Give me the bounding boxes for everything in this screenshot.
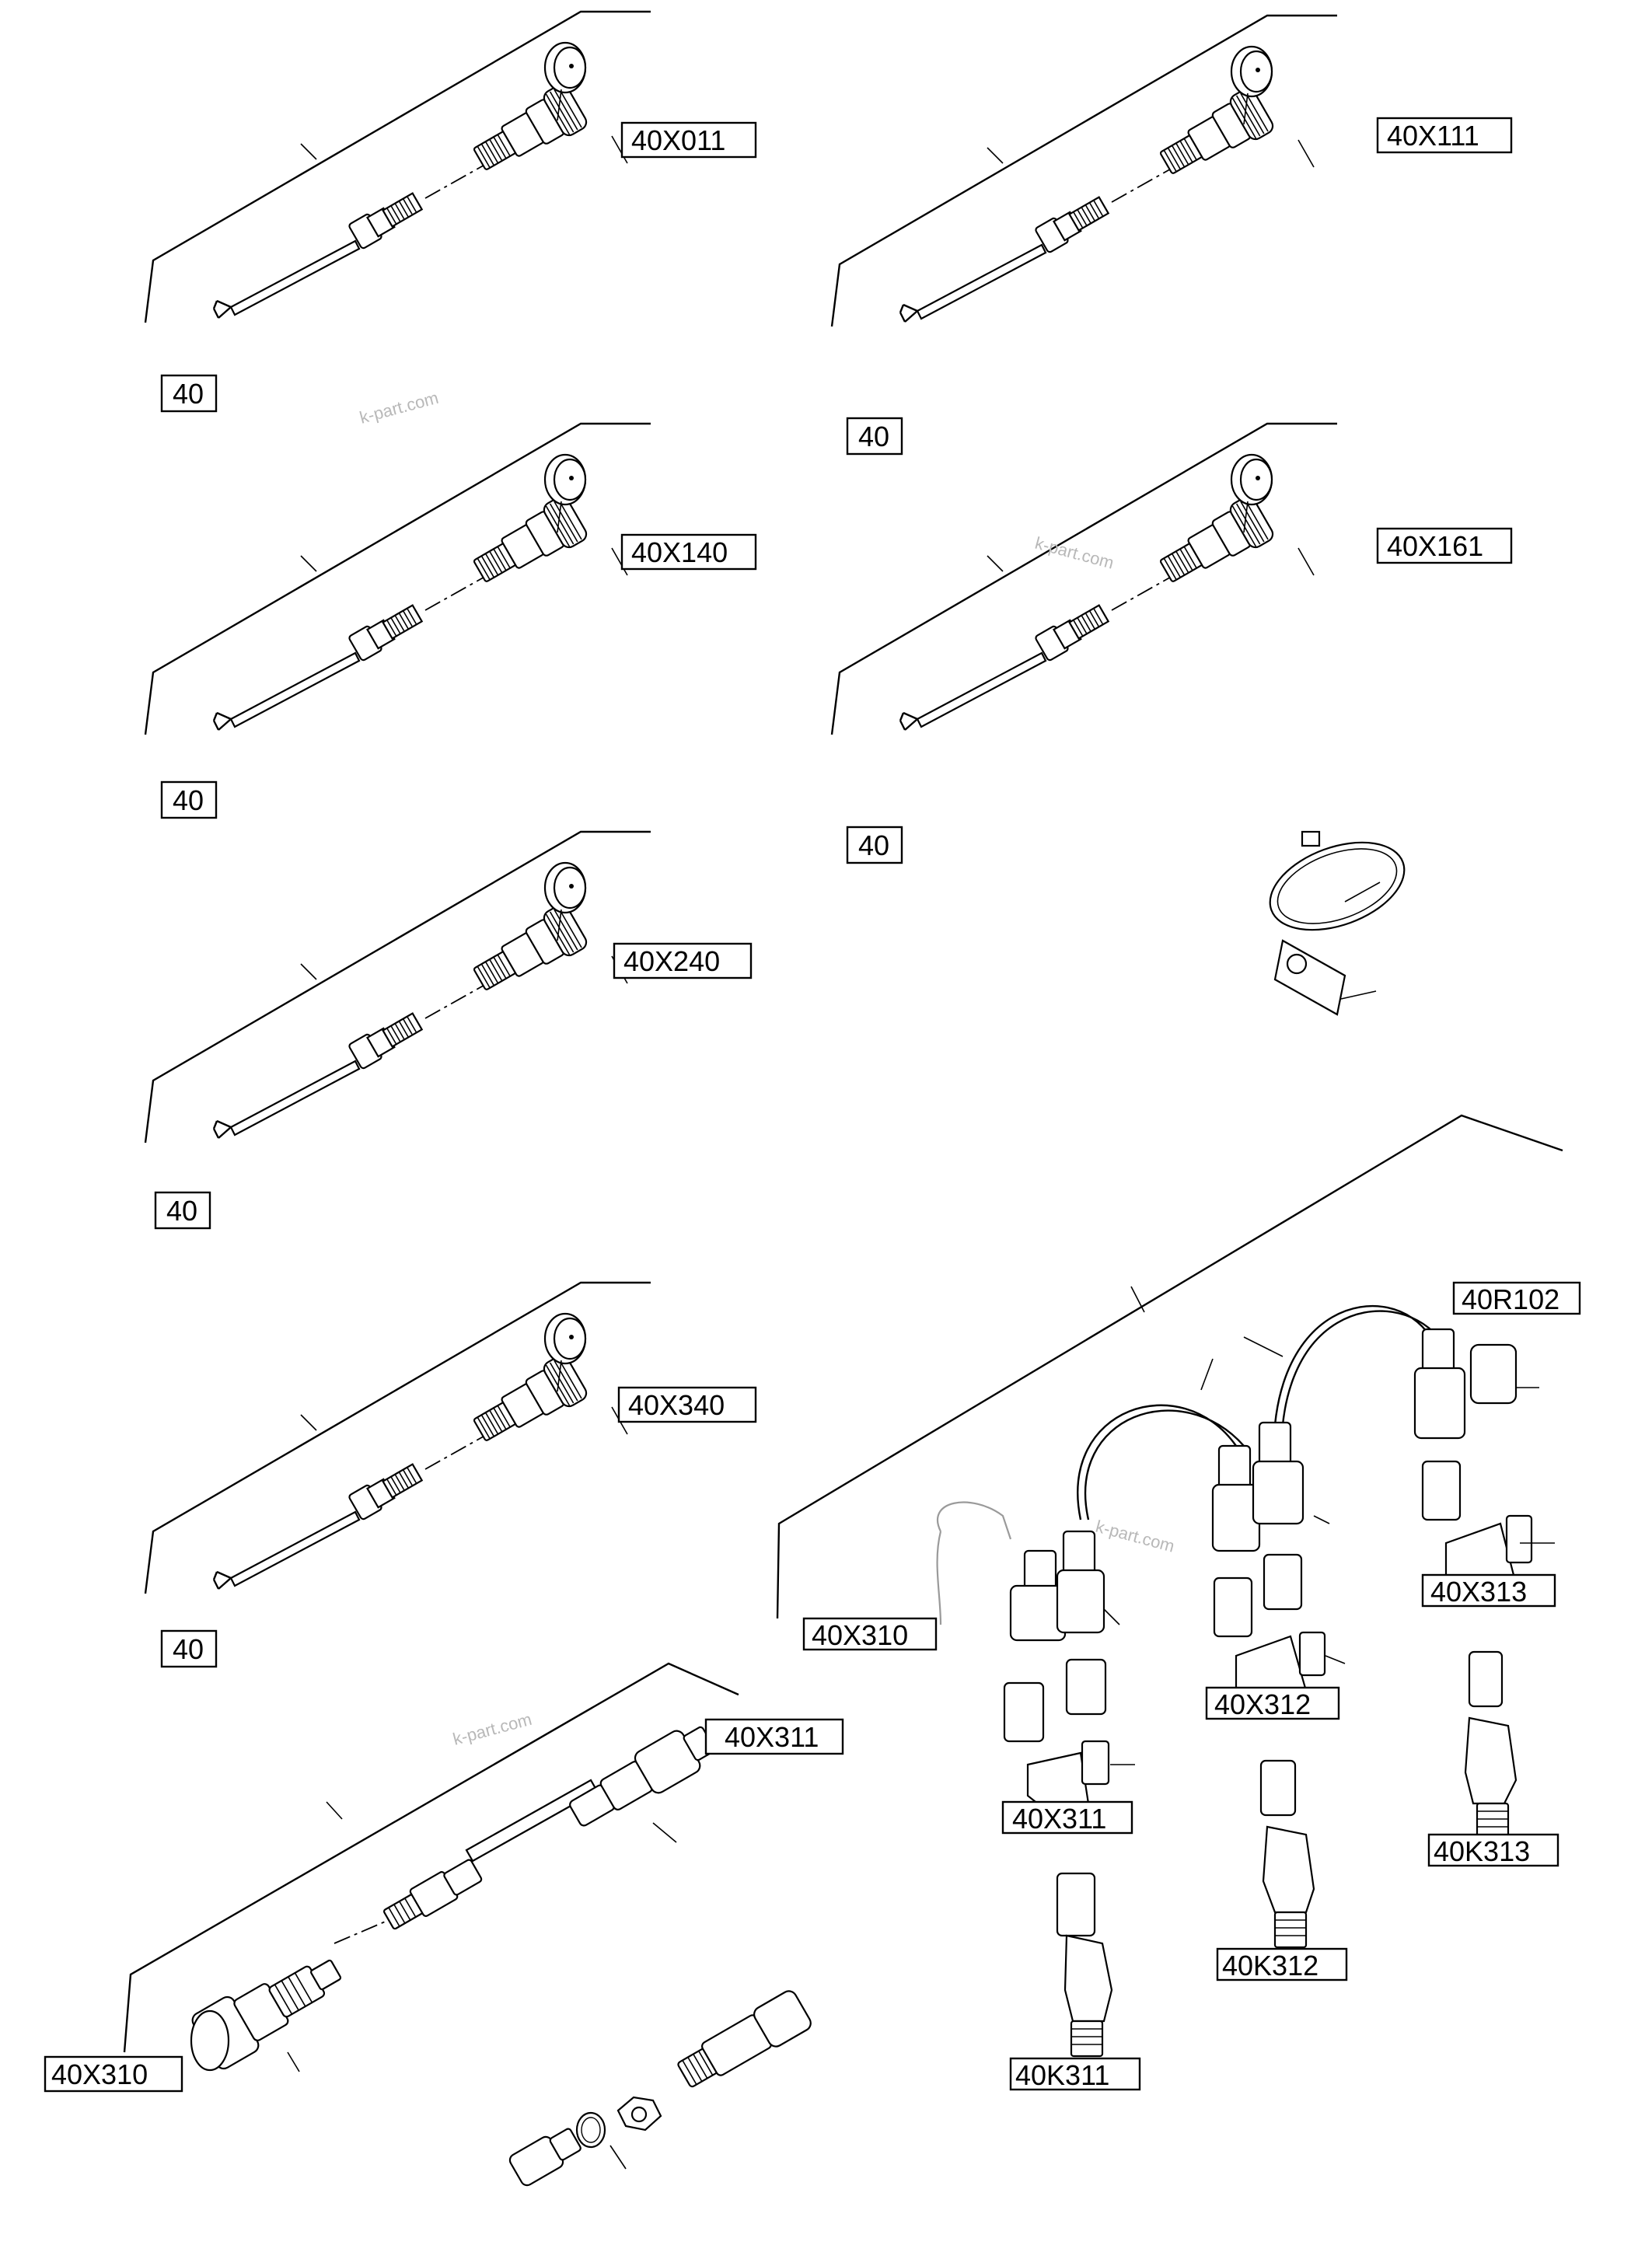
- svg-text:40K312: 40K312: [1222, 1950, 1318, 1981]
- cable-tie: [1269, 830, 1406, 931]
- label-40-e: 40: [154, 1191, 211, 1230]
- label-40-d: 40: [846, 826, 903, 864]
- svg-text:40X111: 40X111: [1387, 120, 1479, 152]
- wire-tag: [1273, 939, 1377, 1016]
- sensor-assembly-40x111: [830, 14, 1339, 328]
- label-40r102: 40R102: [1452, 1281, 1581, 1315]
- svg-text:40X311: 40X311: [1012, 1803, 1106, 1835]
- label-40-c: 40: [160, 780, 218, 819]
- label-40k312: 40K312: [1216, 1947, 1348, 1981]
- label-40-a: 40: [160, 374, 218, 413]
- label-40x311-cable: 40X311: [704, 1718, 844, 1755]
- sensor-assembly-40x140: [144, 422, 652, 736]
- svg-text:40X140: 40X140: [631, 536, 728, 568]
- label-40x310-cable: 40X310: [44, 2055, 183, 2093]
- connector-column-2: [1211, 1421, 1326, 1949]
- watermark-2: k-part.com: [1033, 533, 1116, 573]
- svg-text:40X312: 40X312: [1214, 1688, 1311, 1720]
- sensor-assembly-40x340: [144, 1281, 652, 1595]
- watermark-3: k-part.com: [451, 1709, 534, 1749]
- label-40x111: 40X111: [1376, 117, 1513, 154]
- sensor-fitting-kit: [508, 1990, 812, 2187]
- svg-text:40K311: 40K311: [1015, 2059, 1109, 2091]
- label-40x140: 40X140: [620, 533, 757, 571]
- watermark-1: k-part.com: [358, 388, 441, 428]
- connector-column-1: [1003, 1530, 1113, 2058]
- svg-text:40R102: 40R102: [1462, 1283, 1559, 1315]
- label-40x311-harness: 40X311: [1001, 1800, 1133, 1835]
- sensor-assembly-40x240: [144, 830, 652, 1144]
- label-40x011: 40X011: [620, 121, 757, 159]
- svg-text:40X340: 40X340: [628, 1389, 725, 1421]
- svg-text:40X310: 40X310: [51, 2058, 148, 2090]
- label-40x313: 40X313: [1421, 1573, 1556, 1608]
- watermark-4: k-part.com: [1094, 1517, 1177, 1556]
- svg-text:40: 40: [173, 784, 204, 816]
- harness-group: [776, 1114, 1563, 2058]
- label-40x240: 40X240: [613, 942, 753, 979]
- svg-text:40: 40: [173, 378, 204, 410]
- label-40x011-text: 40X011: [631, 124, 725, 156]
- svg-text:40X310: 40X310: [812, 1619, 908, 1651]
- label-40-b: 40: [846, 417, 903, 456]
- label-40-f: 40: [160, 1629, 218, 1668]
- svg-text:40X161: 40X161: [1387, 530, 1483, 562]
- label-40x340: 40X340: [617, 1386, 757, 1423]
- sensor-assembly-40x011: [144, 10, 652, 324]
- label-40x310-harness: 40X310: [802, 1617, 938, 1651]
- svg-text:40: 40: [858, 421, 889, 452]
- svg-text:40: 40: [166, 1195, 197, 1227]
- svg-text:40: 40: [858, 829, 889, 861]
- svg-text:40: 40: [173, 1633, 204, 1665]
- svg-text:40X311: 40X311: [725, 1721, 819, 1753]
- svg-text:40X240: 40X240: [623, 945, 720, 977]
- svg-text:40K313: 40K313: [1434, 1835, 1530, 1867]
- label-40x161: 40X161: [1376, 527, 1513, 564]
- svg-text:40X313: 40X313: [1430, 1576, 1527, 1608]
- label-40k313: 40K313: [1427, 1833, 1559, 1867]
- label-40k311: 40K311: [1009, 2057, 1141, 2091]
- cable-assembly-40x311: [123, 1662, 739, 2072]
- label-40x312: 40X312: [1205, 1686, 1340, 1720]
- sensor-assembly-40x161: [830, 422, 1339, 736]
